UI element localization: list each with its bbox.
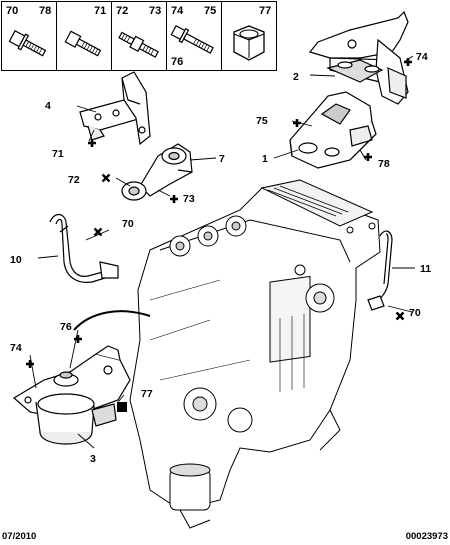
engine-mount-block-part <box>289 91 377 169</box>
legend-ref: 76 <box>171 56 184 68</box>
callout-label: 11 <box>420 263 431 275</box>
callout-label: 73 <box>183 193 195 205</box>
long-bolt-icon <box>170 24 214 54</box>
upper-mount-bracket-part <box>308 10 409 105</box>
callout-label: 3 <box>90 453 96 465</box>
callout-label: 10 <box>10 254 22 266</box>
legend-ref: 78 <box>39 5 52 17</box>
mounting-bracket-part <box>79 71 151 146</box>
callout-label: 71 <box>52 148 64 160</box>
callout-label: 2 <box>293 71 299 83</box>
callout-label: 75 <box>256 115 268 127</box>
callout-label: 77 <box>141 388 153 400</box>
cross-marker <box>395 311 405 321</box>
plus-marker <box>402 56 414 68</box>
footer-date: 07/2010 <box>2 531 37 542</box>
torque-rod-part <box>121 143 193 201</box>
plus-marker <box>168 193 180 205</box>
square-marker <box>117 402 127 412</box>
legend-ref: 74 <box>171 5 184 17</box>
bolt-icon <box>64 30 102 57</box>
callout-label: 7 <box>219 153 225 165</box>
support-rod-part <box>49 213 119 283</box>
legend-ref: 77 <box>259 5 272 17</box>
engine-block <box>129 179 381 529</box>
legend-box-4: 74 75 76 <box>166 1 222 71</box>
hex-nut-icon <box>233 25 265 61</box>
plus-marker <box>362 151 374 163</box>
callout-label: 4 <box>45 100 51 112</box>
callout-label: 70 <box>122 218 134 230</box>
callout-label: 1 <box>262 153 268 165</box>
legend-box-5: 77 <box>221 1 277 71</box>
legend-ref: 73 <box>149 5 162 17</box>
cross-marker <box>101 173 111 183</box>
legend-ref: 71 <box>94 5 107 17</box>
support-rod-right-part <box>367 230 393 311</box>
legend-ref: 70 <box>6 5 19 17</box>
lower-engine-mount-part <box>12 310 151 445</box>
plus-marker <box>291 117 303 129</box>
callout-label: 72 <box>68 174 80 186</box>
callout-label: 74 <box>416 51 428 63</box>
stud-bolt-icon <box>118 31 159 58</box>
footer-reference: 00023973 <box>405 531 448 542</box>
legend-ref: 75 <box>204 5 217 17</box>
callout-label: 70 <box>409 307 421 319</box>
flange-bolt-icon <box>8 29 47 57</box>
callout-label: 74 <box>10 342 22 354</box>
plus-marker <box>24 358 36 370</box>
callout-label: 78 <box>378 158 390 170</box>
legend-ref: 72 <box>116 5 129 17</box>
callout-label: 76 <box>60 321 72 333</box>
legend-box-1: 70 78 <box>1 1 57 71</box>
